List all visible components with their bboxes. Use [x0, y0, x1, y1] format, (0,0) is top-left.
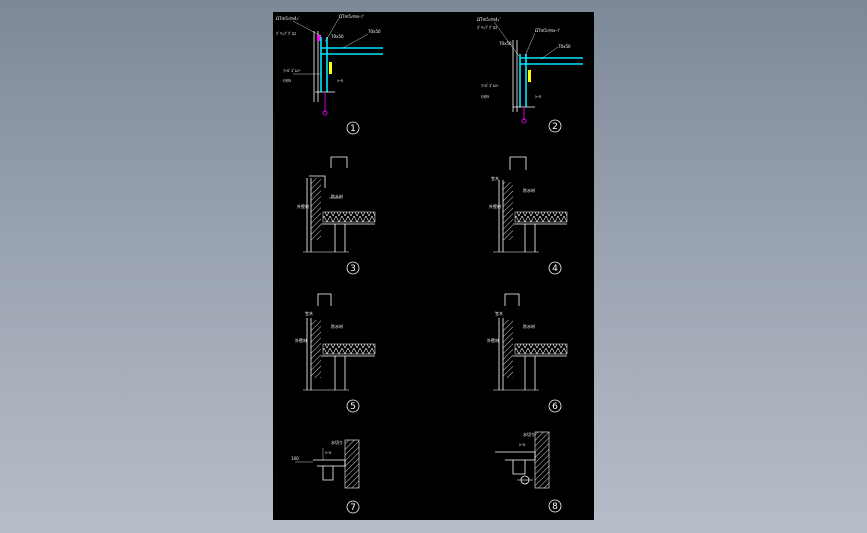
detail-6-label-1: 防水材 — [523, 323, 535, 329]
detail-8-label-0: 水切り — [523, 431, 535, 437]
detail-1-label-7: ｼｰﾙ — [337, 78, 343, 83]
detail-4-label-1: 防水材 — [523, 187, 535, 193]
detail-2-label-4: 70x50 — [558, 44, 571, 49]
detail-2-label-2: ｸﾞﾘｯﾌﾟｸﾞﾛｽ — [477, 24, 497, 30]
detail-4: 笠木 防水材 外壁材 4 — [489, 156, 568, 275]
detail-4-label-0: 笠木 — [491, 175, 499, 181]
detail-2-label-3: 70x50 — [499, 41, 512, 46]
detail-1-label-2: ｸﾞﾘｯﾌﾟｸﾞﾛｽ — [276, 30, 296, 36]
detail-5-label-2: 外壁材 — [295, 337, 307, 343]
detail-4-number: 4 — [552, 264, 558, 274]
detail-7-label-0: 水切り — [331, 439, 343, 445]
detail-5-number: 5 — [350, 402, 356, 412]
detail-2-label-1: ΩTm5ﾒﾀﾙﾙｰﾌﾞ — [535, 27, 561, 33]
detail-8: 水切り ｼｰﾙ 8 — [495, 431, 562, 513]
detail-6-number: 6 — [552, 402, 558, 412]
detail-2-label-5: ﾌｨﾙﾞｺﾞﾑﾊｰ — [481, 83, 499, 88]
detail-2: ΩTm5ﾒﾀﾙ4ｯﾞ ΩTm5ﾒﾀﾙﾙｰﾌﾞ ｸﾞﾘｯﾌﾟｸﾞﾛｽ 70x50 … — [477, 16, 583, 133]
detail-3-label-0: 防水材 — [331, 193, 343, 199]
detail-1-number: 1 — [350, 124, 356, 134]
detail-2-label-0: ΩTm5ﾒﾀﾙ4ｯﾞ — [477, 16, 502, 22]
detail-1-label-3: 70x50 — [331, 34, 344, 39]
detail-8-label-1: ｼｰﾙ — [519, 442, 525, 447]
detail-7-label-2: 100 — [291, 456, 299, 461]
detail-2-number: 2 — [552, 122, 558, 132]
detail-4-label-2: 外壁材 — [489, 203, 501, 209]
detail-1: ΩTm5ﾒﾀﾙ4ｯﾞ ΩTm5ﾒﾀﾙﾙｰﾌﾞ ｸﾞﾘｯﾌﾟｸﾞﾛｽ 70x50 … — [276, 13, 383, 135]
detail-5-label-1: 防水材 — [331, 323, 343, 329]
detail-5: 笠木 防水材 外壁材 5 — [295, 293, 376, 413]
detail-7-label-1: ｼｰﾙ — [325, 450, 331, 455]
detail-7-number: 7 — [350, 503, 356, 513]
detail-7: 水切り ｼｰﾙ 100 7 — [291, 439, 360, 514]
cad-detail-drawings: ΩTm5ﾒﾀﾙ4ｯﾞ ΩTm5ﾒﾀﾙﾙｰﾌﾞ ｸﾞﾘｯﾌﾟｸﾞﾛｽ 70x50 … — [276, 13, 583, 514]
detail-1-label-1: ΩTm5ﾒﾀﾙﾙｰﾌﾞ — [339, 13, 365, 19]
detail-1-label-6: ﾓﾙﾀﾙ — [283, 77, 291, 83]
detail-8-number: 8 — [552, 502, 558, 512]
detail-2-label-6: ﾓﾙﾀﾙ — [481, 93, 489, 99]
detail-6-label-0: 笠木 — [495, 310, 503, 316]
detail-1-label-4: 70x50 — [368, 29, 381, 34]
detail-1-label-5: ﾌｨﾙﾞｺﾞﾑﾊｰ — [283, 68, 301, 73]
detail-3-label-1: 外壁材 — [297, 203, 309, 209]
detail-3: 防水材 外壁材 3 — [297, 156, 376, 275]
detail-6-label-2: 外壁材 — [487, 337, 499, 343]
detail-5-label-0: 笠木 — [305, 310, 313, 316]
cad-drawing-sheet: ΩTm5ﾒﾀﾙ4ｯﾞ ΩTm5ﾒﾀﾙﾙｰﾌﾞ ｸﾞﾘｯﾌﾟｸﾞﾛｽ 70x50 … — [273, 12, 594, 520]
detail-1-label-0: ΩTm5ﾒﾀﾙ4ｯﾞ — [276, 15, 301, 21]
detail-3-number: 3 — [350, 264, 356, 274]
detail-2-label-7: ｼｰﾙ — [535, 94, 541, 99]
detail-6: 笠木 防水材 外壁材 6 — [487, 293, 568, 413]
